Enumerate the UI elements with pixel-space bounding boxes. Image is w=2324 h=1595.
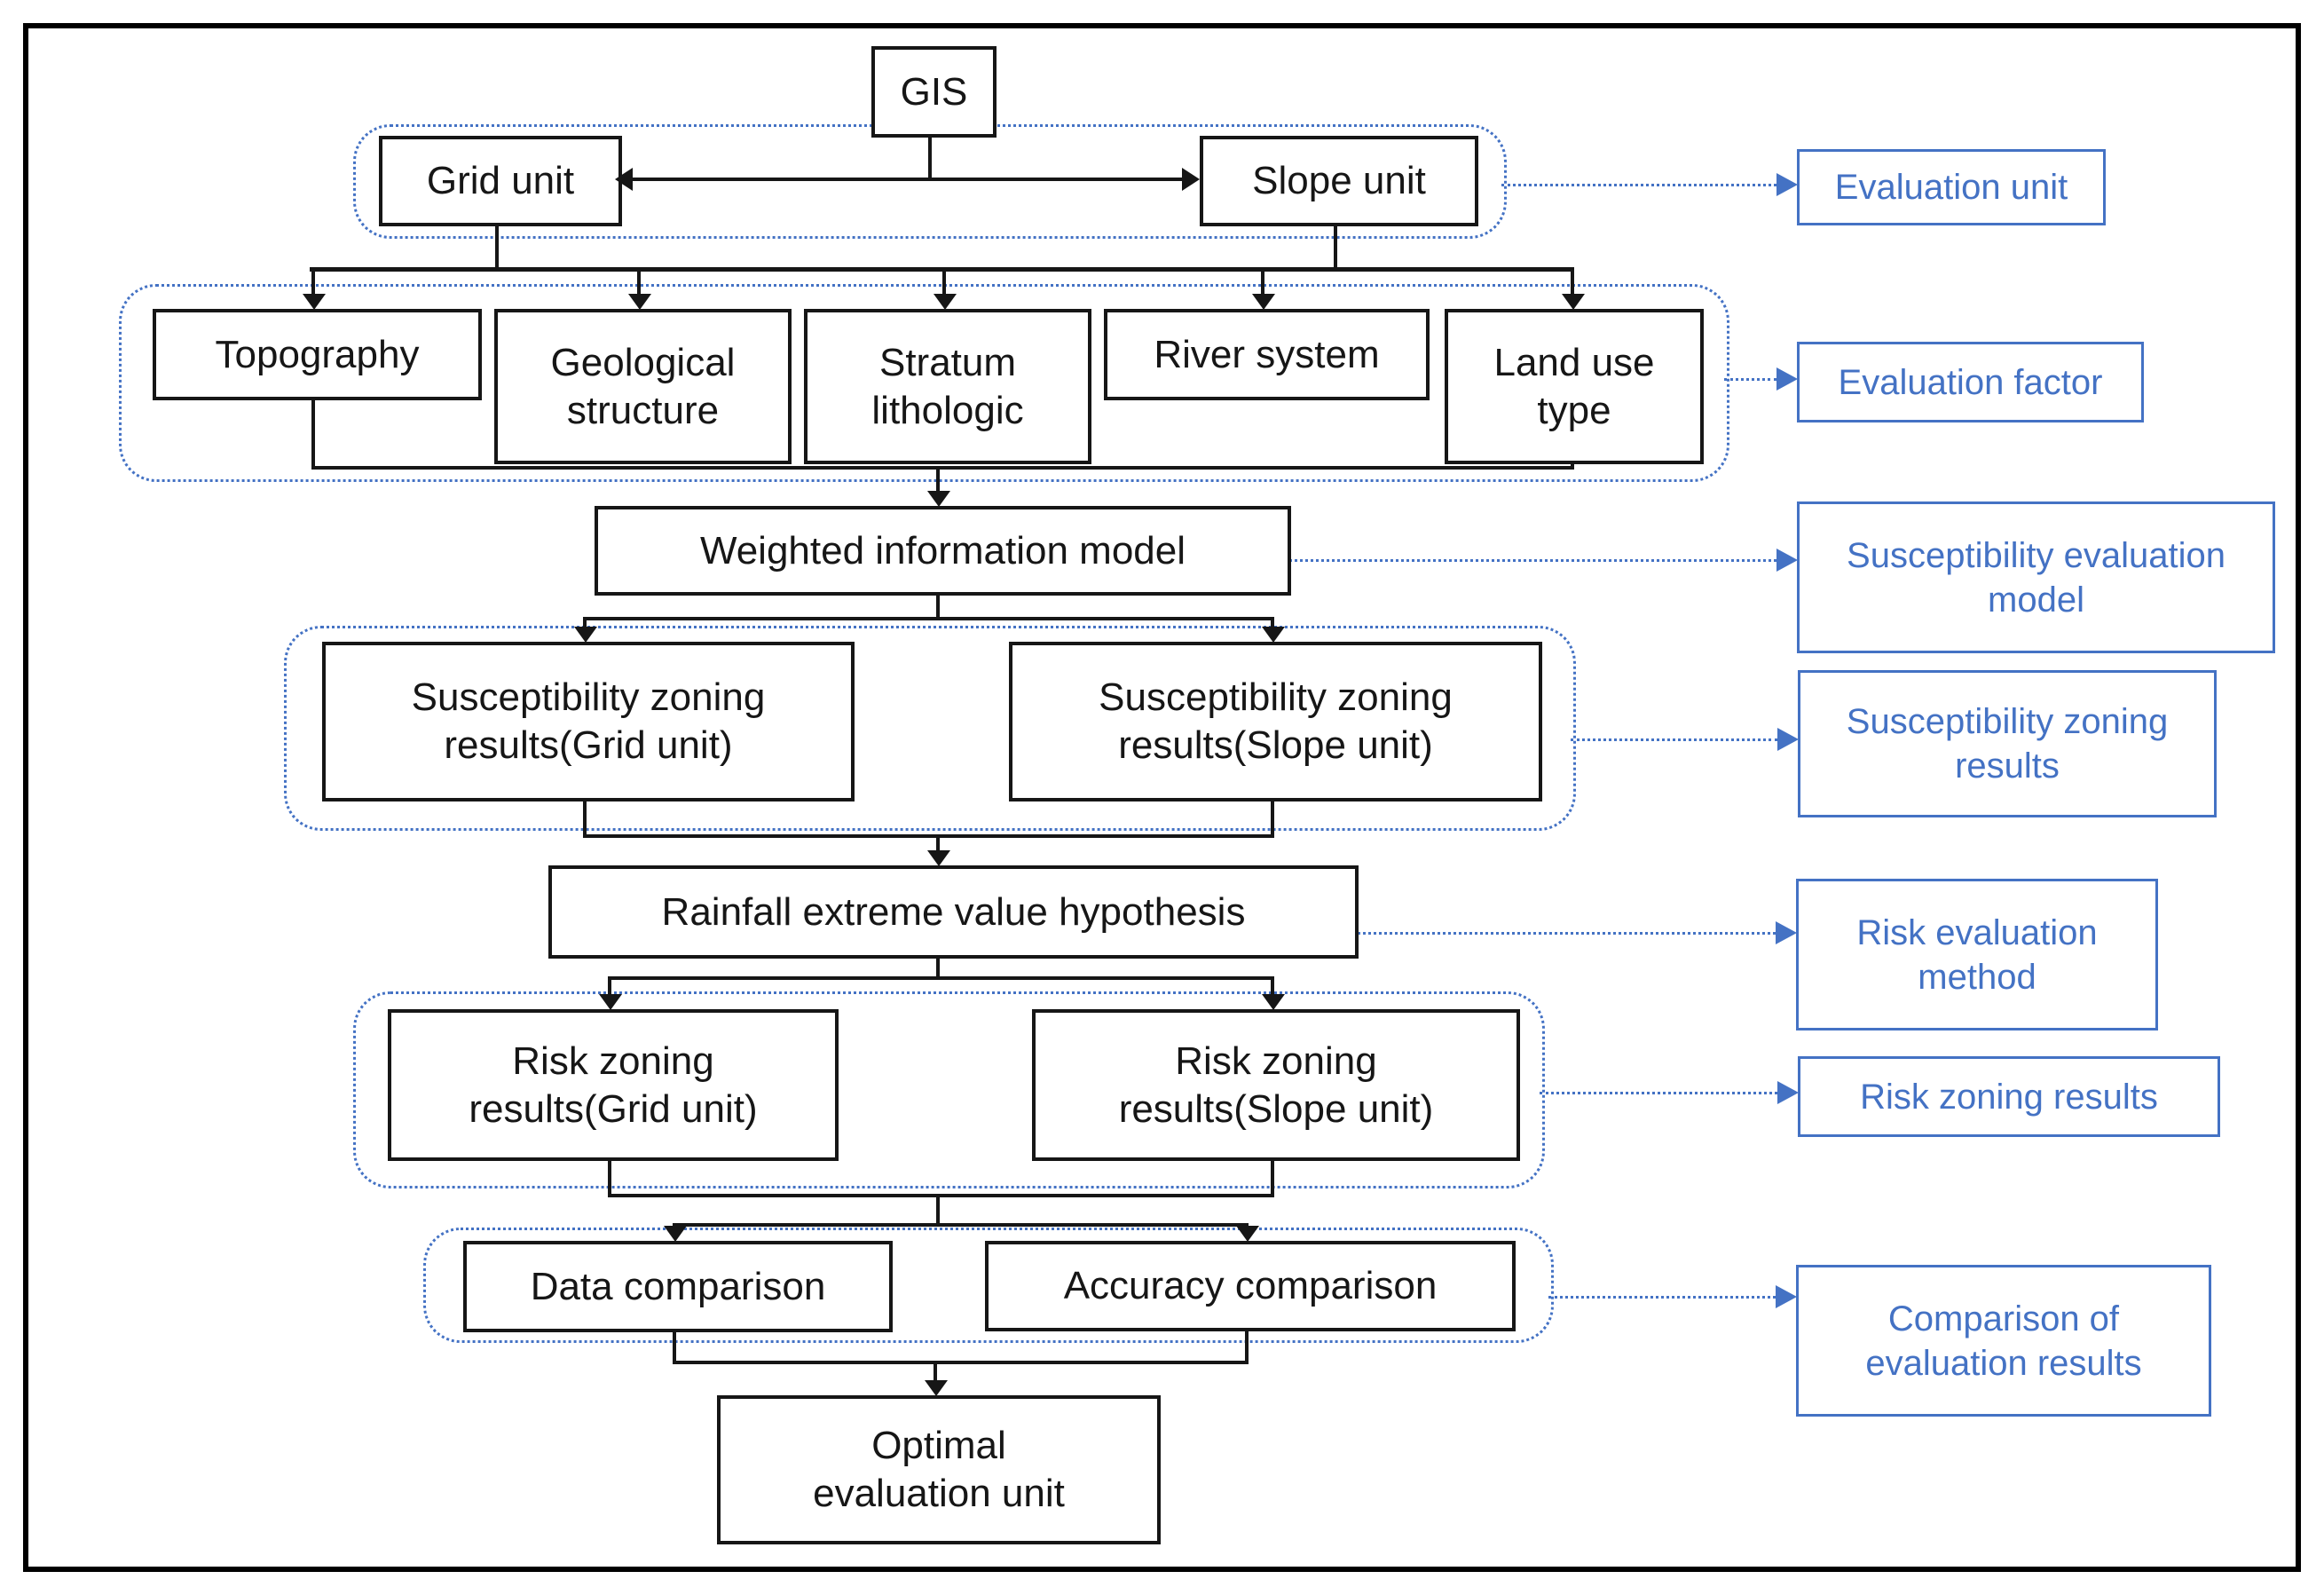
connector-grid-down — [495, 219, 499, 271]
label-risk-zoning-results: Risk zoning results — [1798, 1056, 2220, 1137]
arrowhead-into-risk-zoning-results — [1777, 1081, 1799, 1104]
connector-into-optimal — [934, 1361, 937, 1384]
connector-drop-sus-slope — [1271, 617, 1274, 630]
connector-to-sus-eval-model — [1284, 559, 1776, 562]
arrowhead-into-sus-slope — [1262, 627, 1285, 643]
connector-sus-slope-out — [1271, 794, 1274, 838]
group-risk-results — [353, 991, 1545, 1188]
connector-risk-mid-drop — [936, 1194, 940, 1227]
connector-to-sus-zoning-results — [1571, 738, 1777, 741]
connector-into-weighted — [936, 468, 940, 494]
arrowhead-into-risk-slope — [1262, 994, 1285, 1010]
arrowhead-into-evaluation-unit — [1776, 173, 1798, 196]
arrowhead-into-stratum — [934, 294, 957, 310]
connector-to-risk-eval-method — [1351, 932, 1776, 935]
connector-grid-slope-line — [628, 178, 1186, 181]
node-susceptibility-slope: Susceptibility zoning results(Slope unit… — [1009, 642, 1542, 801]
connector-comparison-bus — [673, 1223, 1249, 1227]
node-gis: GIS — [871, 46, 997, 138]
connector-factor-bus — [310, 267, 1574, 272]
outer-frame — [23, 23, 2301, 1572]
arrowhead-into-risk-grid — [599, 994, 622, 1010]
connector-rainfall-out — [936, 951, 940, 980]
connector-to-risk-zoning-results — [1540, 1092, 1777, 1094]
node-data-comparison: Data comparison — [463, 1241, 893, 1332]
node-grid-unit: Grid unit — [379, 136, 622, 226]
arrowhead-into-rainfall — [927, 850, 950, 866]
node-river-system: River system — [1104, 309, 1430, 400]
arrowhead-into-accuracy-comparison — [1236, 1226, 1259, 1242]
connector-risk-grid-out — [608, 1154, 611, 1197]
connector-accuracy-comparison-out — [1245, 1325, 1249, 1364]
connector-into-rainfall — [936, 834, 940, 854]
connector-topography-out — [311, 391, 315, 470]
connector-to-evaluation-factor — [1724, 378, 1776, 381]
node-weighted-model: Weighted information model — [595, 506, 1291, 596]
group-evaluation-factor — [119, 284, 1729, 482]
node-risk-grid: Risk zoning results(Grid unit) — [388, 1009, 839, 1161]
connector-gis-drop — [928, 130, 932, 181]
group-comparison — [423, 1228, 1554, 1343]
arrowhead-into-sus-eval-model — [1776, 549, 1798, 572]
arrowhead-into-risk-eval-method — [1776, 921, 1797, 944]
node-susceptibility-grid: Susceptibility zoning results(Grid unit) — [322, 642, 855, 801]
connector-drop-risk-grid — [608, 976, 611, 998]
node-risk-slope: Risk zoning results(Slope unit) — [1032, 1009, 1520, 1161]
connector-drop-landuse — [1571, 269, 1574, 297]
arrowhead-into-landuse — [1562, 294, 1585, 310]
label-susceptibility-evaluation-model: Susceptibility evaluation model — [1797, 501, 2275, 653]
connector-drop-risk-slope — [1271, 976, 1274, 998]
arrowhead-into-weighted — [927, 491, 950, 507]
connector-risk-slope-out — [1271, 1154, 1274, 1197]
node-geological-structure: Geological structure — [494, 309, 792, 464]
connector-sus-collector — [583, 834, 1274, 838]
node-topography: Topography — [153, 309, 482, 400]
node-optimal-evaluation-unit: Optimal evaluation unit — [717, 1395, 1161, 1544]
arrowhead-into-grid-unit — [615, 168, 633, 191]
connector-drop-river — [1261, 269, 1264, 297]
arrowhead-into-data-comparison — [664, 1226, 687, 1242]
arrowhead-into-geological — [628, 294, 651, 310]
node-accuracy-comparison: Accuracy comparison — [985, 1241, 1516, 1331]
connector-slope-down — [1334, 219, 1337, 271]
connector-sus-grid-out — [583, 794, 587, 838]
arrowhead-into-evaluation-factor — [1776, 367, 1798, 391]
connector-to-comparison-results — [1548, 1296, 1776, 1299]
connector-to-evaluation-unit — [1501, 184, 1776, 186]
connector-comparison-collector — [673, 1361, 1249, 1364]
arrowhead-into-river — [1252, 294, 1275, 310]
connector-susceptibility-bus — [583, 617, 1274, 620]
label-susceptibility-zoning-results: Susceptibility zoning results — [1798, 670, 2217, 817]
arrowhead-into-optimal — [925, 1380, 948, 1396]
connector-drop-sus-grid — [583, 617, 587, 630]
node-rainfall: Rainfall extreme value hypothesis — [548, 865, 1359, 959]
connector-risk-collector — [608, 1194, 1274, 1197]
arrowhead-into-slope-unit — [1182, 168, 1200, 191]
connector-risk-bus — [608, 976, 1274, 980]
group-susceptibility-results — [284, 626, 1576, 831]
label-evaluation-unit: Evaluation unit — [1797, 149, 2106, 225]
arrowhead-into-topography — [303, 294, 326, 310]
arrowhead-into-sus-zoning-results — [1777, 728, 1799, 751]
connector-data-comparison-out — [673, 1325, 676, 1364]
node-stratum-lithologic: Stratum lithologic — [804, 309, 1091, 464]
connector-factor-collector — [311, 466, 1572, 470]
node-land-use-type: Land use type — [1445, 309, 1704, 464]
label-evaluation-factor: Evaluation factor — [1797, 342, 2144, 422]
label-risk-evaluation-method: Risk evaluation method — [1796, 879, 2158, 1030]
connector-weighted-out — [936, 588, 940, 620]
connector-drop-topography — [311, 269, 315, 297]
connector-drop-stratum — [942, 269, 946, 297]
label-comparison-of-evaluation-results: Comparison of evaluation results — [1796, 1265, 2211, 1417]
connector-drop-geological — [637, 269, 641, 297]
arrowhead-into-sus-grid — [574, 627, 597, 643]
node-slope-unit: Slope unit — [1200, 136, 1478, 226]
arrowhead-into-comparison-results — [1776, 1285, 1797, 1308]
